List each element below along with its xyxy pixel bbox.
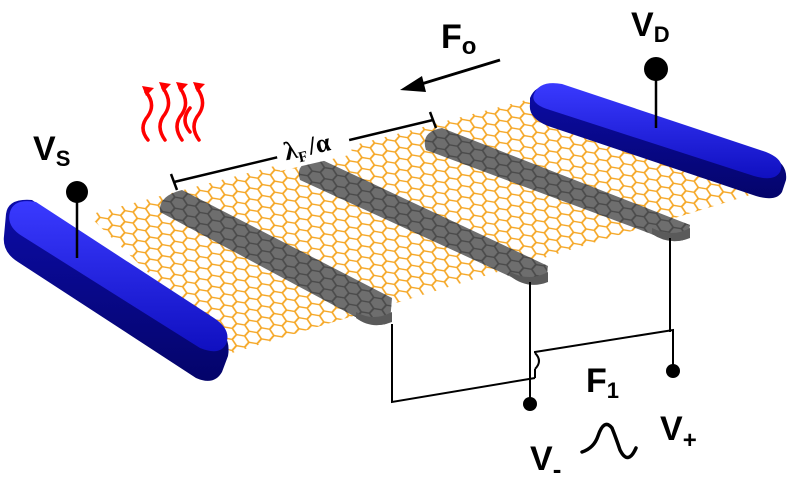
heat-waves-icon: [141, 82, 205, 142]
gate-stripe-1: [159, 190, 392, 326]
gate-electrodes: [159, 128, 690, 326]
force-0-label: Fo: [441, 18, 476, 60]
drain-electrode: [529, 83, 787, 199]
source-terminal: [66, 181, 88, 258]
source-voltage-label: VS: [33, 130, 70, 171]
wavelength-label-bg: [273, 125, 353, 171]
gate-stripe-3: [424, 128, 690, 242]
v-minus-terminal: [523, 397, 537, 411]
sine-wave-icon: [580, 422, 638, 460]
v-minus-label: V-: [530, 440, 561, 484]
drain-voltage-label: VD: [631, 6, 670, 47]
v-plus-label: V+: [660, 410, 697, 454]
v-plus-terminal: [666, 364, 680, 378]
drain-terminal: [644, 57, 668, 128]
source-electrode: [3, 199, 229, 381]
force-1-label: F1: [586, 362, 619, 403]
gate-stripe-2: [298, 158, 548, 285]
force-0-arrow: [400, 58, 501, 92]
gate-circuit-wires: [391, 238, 674, 404]
